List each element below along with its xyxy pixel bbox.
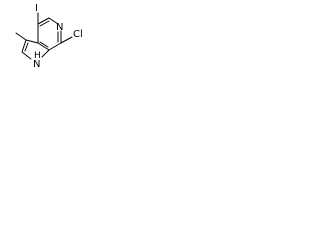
bond-c4-c5 bbox=[37, 17, 50, 25]
bond-c3a-c3 bbox=[25, 39, 39, 44]
bond-c2-n1 bbox=[21, 51, 32, 60]
bond-c5-n6 bbox=[48, 17, 59, 25]
bond-c3-c2-double bbox=[24, 42, 29, 52]
atom-label-amine-nitrogen: N bbox=[33, 59, 40, 70]
atom-label-iodine: I bbox=[35, 3, 38, 14]
atom-label-amine-hydrogen: H bbox=[34, 51, 41, 61]
bond-n1-c7a bbox=[41, 49, 50, 58]
bond-c7-chlorine bbox=[60, 36, 73, 44]
bond-c7a-c3a bbox=[37, 42, 50, 51]
atom-label-chlorine: Cl bbox=[73, 29, 83, 40]
bond-c4-c5-double bbox=[39, 20, 50, 27]
bond-c7-c7a bbox=[48, 42, 62, 51]
bond-c3-c2 bbox=[21, 39, 27, 53]
atom-label-ring-nitrogen: N bbox=[56, 22, 63, 33]
bond-c7a-c3a-double bbox=[39, 41, 49, 48]
structure-canvas: I N Cl H N bbox=[0, 0, 97, 73]
molecule-diagram: I N Cl H N bbox=[15, 3, 83, 70]
bond-c3-methyl bbox=[15, 32, 27, 41]
